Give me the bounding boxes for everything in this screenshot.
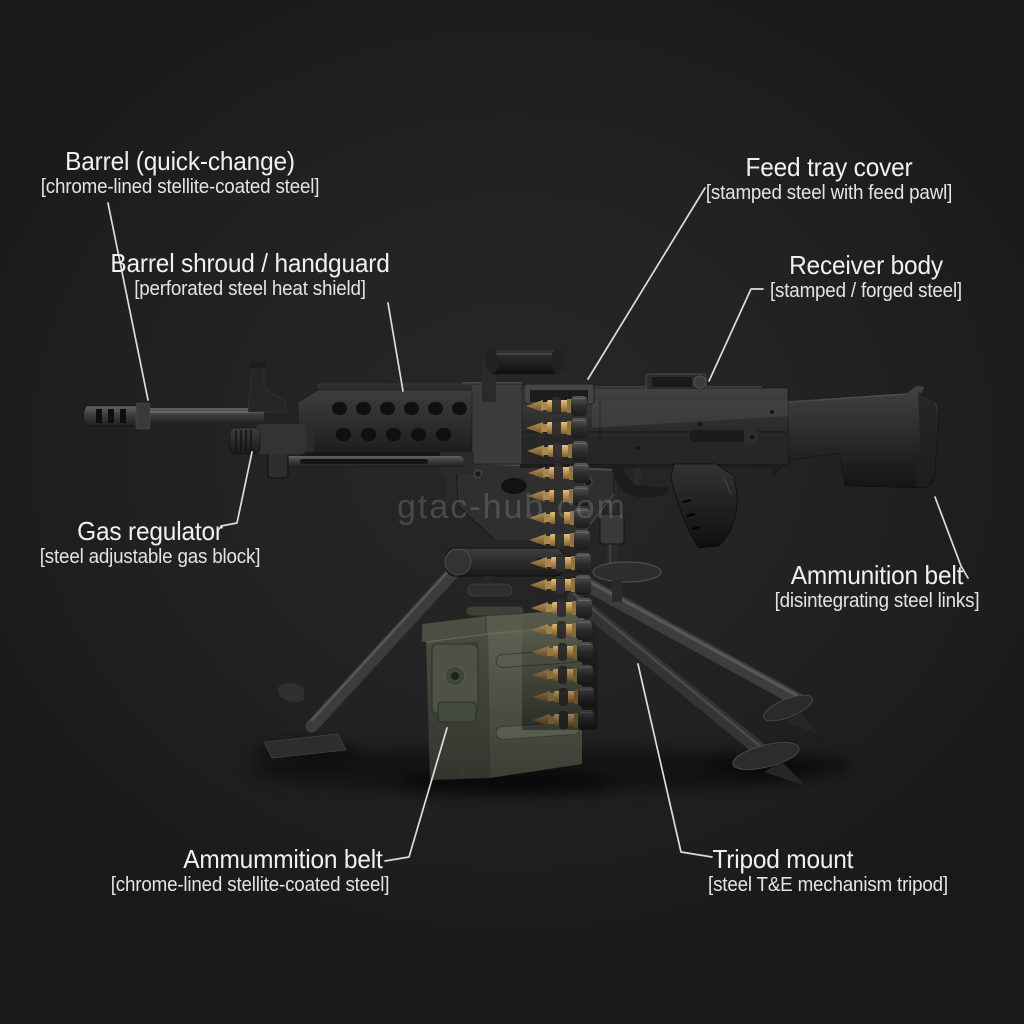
handguard bbox=[297, 383, 473, 463]
leader-receiver-body bbox=[708, 288, 764, 382]
leader-feed-tray-cover bbox=[587, 187, 706, 380]
label-ammunition-belt-title: Ammunition belt bbox=[790, 560, 964, 590]
label-gas-regulator-subtitle: [steel adjustable gas block] bbox=[39, 546, 261, 569]
label-receiver-body-subtitle: [stamped / forged steel] bbox=[770, 280, 962, 303]
tripod-rear-legs bbox=[567, 579, 818, 786]
label-receiver-body: Receiver body [stamped / forged steel] bbox=[770, 251, 962, 303]
label-tripod-mount-title: Tripod mount bbox=[712, 844, 854, 874]
buttstock bbox=[765, 384, 939, 489]
ammo-belt bbox=[522, 395, 598, 731]
carry-handle bbox=[482, 349, 565, 402]
machine-gun bbox=[83, 349, 939, 549]
gas-regulator-block bbox=[229, 424, 314, 455]
leader-ammunition-belt-2 bbox=[384, 727, 448, 862]
label-barrel-shroud-subtitle: [perforated steel heat shield] bbox=[134, 278, 366, 301]
label-feed-tray-cover-title: Feed tray cover bbox=[745, 152, 913, 182]
folded-bipod-rail bbox=[267, 447, 474, 479]
label-barrel-shroud-title: Barrel shroud / handguard bbox=[110, 248, 390, 278]
label-barrel-shroud: Barrel shroud / handguard [perforated st… bbox=[110, 249, 389, 301]
label-tripod-mount: Tripod mount [steel T&E mechanism tripod… bbox=[708, 845, 948, 897]
leader-ammunition-belt bbox=[934, 496, 969, 579]
watermark-text: gtac-hub.com bbox=[397, 488, 627, 526]
label-barrel-title: Barrel (quick-change) bbox=[65, 146, 295, 176]
label-feed-tray-cover: Feed tray cover [stamped steel with feed… bbox=[706, 153, 952, 205]
label-ammunition-belt-2: Ammummition belt [chrome-lined stellite-… bbox=[111, 845, 390, 897]
receiver bbox=[485, 386, 789, 468]
rear-sight bbox=[645, 373, 707, 391]
label-ammunition-belt-2-title: Ammummition belt bbox=[183, 844, 383, 874]
label-receiver-body-title: Receiver body bbox=[789, 250, 943, 280]
leader-barrel-shroud bbox=[387, 302, 404, 392]
leader-gas-regulator bbox=[220, 451, 253, 527]
tripod-front-leg bbox=[263, 549, 475, 759]
label-gas-regulator: Gas regulator [steel adjustable gas bloc… bbox=[39, 516, 261, 569]
label-ammunition-belt-subtitle: [disintegrating steel links] bbox=[774, 590, 980, 613]
barrel-part bbox=[146, 408, 264, 424]
label-feed-tray-cover-subtitle: [stamped steel with feed pawl] bbox=[705, 182, 953, 205]
front-sight bbox=[247, 362, 287, 413]
label-barrel-subtitle: [chrome-lined stellite-coated steel] bbox=[40, 176, 320, 199]
label-barrel: Barrel (quick-change) [chrome-lined stel… bbox=[41, 147, 320, 199]
label-tripod-mount-subtitle: [steel T&E mechanism tripod] bbox=[708, 874, 948, 897]
traverse-elevation-mechanism bbox=[592, 476, 662, 602]
flash-hider bbox=[83, 402, 151, 430]
pistol-grip bbox=[670, 463, 738, 549]
label-gas-regulator-title: Gas regulator bbox=[77, 516, 223, 546]
label-ammunition-belt: Ammunition belt [disintegrating steel li… bbox=[775, 561, 980, 613]
label-ammunition-belt-2-subtitle: [chrome-lined stellite-coated steel] bbox=[110, 874, 390, 897]
trigger-guard bbox=[612, 466, 668, 498]
leader-tripod-mount bbox=[637, 663, 713, 858]
leader-lines bbox=[107, 187, 969, 862]
leader-barrel bbox=[107, 202, 149, 401]
